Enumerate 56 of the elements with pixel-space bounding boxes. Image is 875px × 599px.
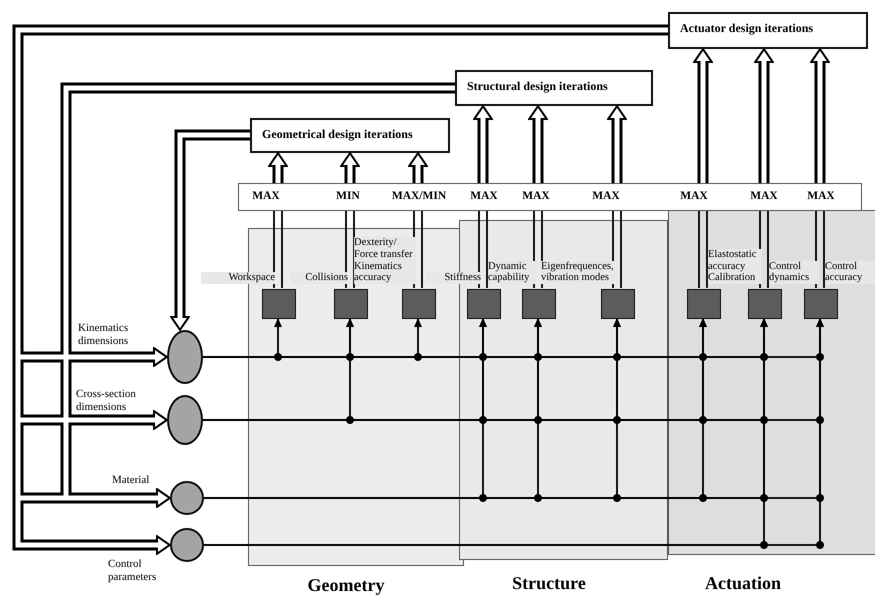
hollow-arrow — [268, 152, 288, 183]
objective-label: MAX — [469, 190, 499, 202]
iteration-box: Geometrical design iterations — [250, 118, 450, 153]
criterion-block — [334, 289, 368, 319]
hollow-arrow — [754, 48, 774, 183]
objective-label: MIN — [335, 190, 361, 202]
variable-label: Kinematics dimensions — [78, 322, 130, 348]
criterion-block — [687, 289, 721, 319]
criterion-label: Control dynamics — [769, 260, 819, 284]
variable-label: Control parameters — [108, 558, 158, 584]
criterion-label: Collisions — [291, 272, 348, 284]
panel-heading: Actuation — [704, 573, 782, 594]
connector-line — [698, 210, 708, 289]
panel-heading: Geometry — [306, 575, 386, 596]
hollow-arrow — [170, 130, 250, 331]
criterion-block — [748, 289, 782, 319]
variable-label: Material — [112, 474, 150, 487]
criterion-label: Elastostatic accuracy Calibration — [708, 248, 762, 284]
panel-heading: Structure — [511, 573, 587, 594]
connector-line — [345, 210, 355, 289]
hollow-arrow — [340, 152, 360, 183]
criterion-block — [804, 289, 838, 319]
hollow-arrow — [473, 105, 493, 183]
design-variable-ellipse — [167, 330, 203, 384]
hollow-arrow — [693, 48, 713, 183]
criterion-block — [262, 289, 296, 319]
design-variable-circle — [170, 528, 204, 562]
objective-label: MAX — [749, 190, 779, 202]
iteration-box: Actuator design iterations — [668, 12, 868, 49]
criterion-block — [522, 289, 556, 319]
criterion-block — [467, 289, 501, 319]
connector-line — [478, 210, 488, 289]
design-variable-circle — [170, 481, 204, 515]
objective-label: MAX — [806, 190, 836, 202]
objective-band — [238, 183, 862, 211]
variable-label: Cross-section dimensions — [76, 388, 137, 414]
hollow-arrow — [528, 105, 548, 183]
hollow-arrow — [607, 105, 627, 183]
hollow-arrow — [408, 152, 428, 183]
iteration-box: Structural design iterations — [455, 70, 653, 106]
criterion-label: Eigenfrequences, vibration modes — [541, 260, 615, 284]
objective-label: MAX — [521, 190, 551, 202]
criterion-label: Workspace — [201, 272, 275, 284]
connector-line — [273, 210, 283, 289]
design-variable-ellipse — [167, 395, 203, 445]
criterion-block — [402, 289, 436, 319]
criterion-block — [601, 289, 635, 319]
criterion-label: Stiffness — [425, 272, 481, 284]
criterion-label: Dynamic capability — [488, 260, 536, 284]
objective-label: MAX — [679, 190, 709, 202]
objective-label: MAX — [591, 190, 621, 202]
criterion-label: Dexterity/ Force transfer Kinematics accuracy — [354, 237, 416, 284]
objective-label: MAX/MIN — [390, 190, 448, 202]
objective-label: MAX — [251, 190, 281, 202]
hollow-arrow — [810, 48, 830, 183]
criterion-label: Control accuracy — [825, 260, 875, 284]
